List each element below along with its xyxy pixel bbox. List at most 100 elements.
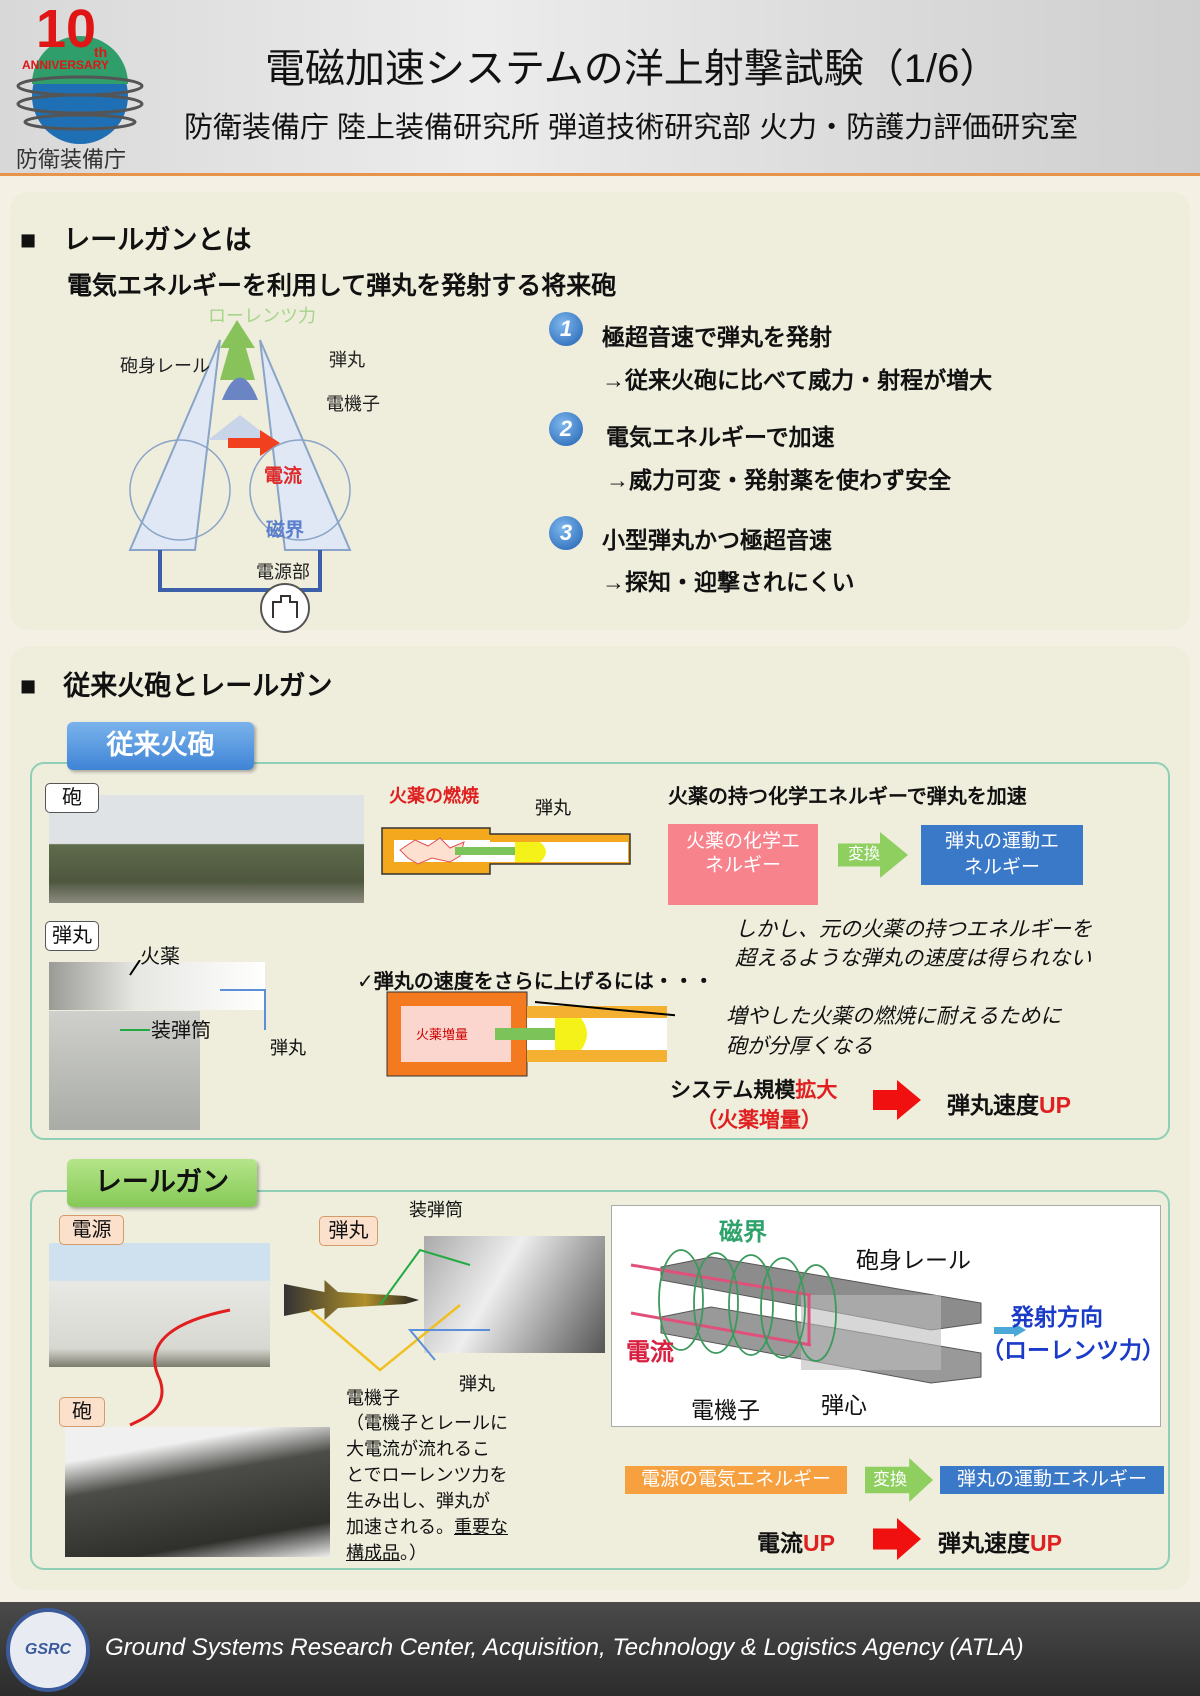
power-label: 電源部 [256, 562, 310, 582]
feature-2-detail: →威力可変・発射薬を使わず安全 [606, 467, 951, 493]
sabot-label: 装弾筒 [151, 1020, 211, 1042]
feature-3-detail: →探知・迎撃されにくい [602, 569, 855, 595]
number-3-icon: 3 [549, 516, 583, 550]
logo-suffix: th [94, 44, 108, 60]
conventional-tab: 従来火砲 [67, 722, 254, 770]
cable-line [129, 1308, 231, 1427]
armature-emphasis: 重要な [454, 1517, 508, 1537]
conventional-gun-box [30, 762, 1170, 1140]
speed-label: 弾丸速度 [947, 1092, 1039, 1118]
tank-photo [49, 795, 364, 903]
logo-number: 10 [36, 0, 97, 59]
speed-up-text: 弾丸速度UP [947, 1086, 1071, 1120]
scale-label: システム規模 [670, 1079, 796, 1102]
armature-line: （電機子とレールに [346, 1413, 508, 1433]
feature-2-title: 電気エネルギーで加速 [606, 424, 835, 450]
section1-subheading: 電気エネルギーを利用して弾丸を発射する将来砲 [67, 272, 617, 300]
logo-org: 防衛装備庁 [16, 147, 127, 172]
atla-logo: 10 th ANNIVERSARY 防衛装備庁 [12, 0, 147, 174]
kinetic-energy-box: 弾丸の運動エネルギー [921, 825, 1083, 885]
current-label: 電流 [264, 464, 302, 487]
core-label: 弾心 [821, 1392, 867, 1418]
railgun-box [30, 1190, 1170, 1570]
field-label: 磁界 [266, 518, 304, 541]
thick-barrel-note-2: 砲が分厚くなる [726, 1035, 873, 1058]
armature-label: 電機子 [326, 394, 380, 414]
chemical-energy-heading: 火薬の持つ化学エネルギーで弾丸を加速 [668, 786, 1027, 808]
direction-label: 発射方向 [1010, 1304, 1103, 1330]
current-up-text: 電流UP [757, 1524, 835, 1558]
combustion-label: 火薬の燃焼 [389, 786, 479, 806]
up-label: UP [803, 1530, 835, 1556]
armature-line: 大電流が流れるこ [346, 1439, 490, 1459]
sabot-callout: 装弾筒 [409, 1200, 463, 1220]
globe-logo-icon [16, 36, 144, 144]
kinetic-energy-box-railgun: 弾丸の運動エネルギー [940, 1466, 1164, 1494]
feature-1-detail: →従来火砲に比べて威力・射程が増大 [602, 367, 993, 393]
section1-heading: ■ レールガンとは [20, 225, 252, 255]
chemical-energy-box: 火薬の化学エネルギー [668, 824, 818, 905]
conventional-barrel-diagram [381, 827, 631, 875]
page-subtitle: 防衛装備庁 陸上装備研究所 弾道技術研究部 火力・防護力評価研究室 [184, 112, 1079, 144]
projectile-label: 弾丸 [329, 350, 365, 370]
limitation-note-2: 超えるような弾丸の速度は得られない [735, 947, 1092, 970]
up-label: UP [1030, 1530, 1062, 1556]
header: 10 th ANNIVERSARY 防衛装備庁 電磁加速システムの洋上射撃試験（… [0, 0, 1200, 176]
projectile-xray-photo [424, 1236, 605, 1353]
projectile-callout: 弾丸 [270, 1038, 306, 1058]
logo-anniversary: ANNIVERSARY [22, 58, 109, 72]
scale-enlarge: 拡大 [795, 1079, 838, 1102]
callout-arrows [120, 960, 266, 1031]
armature-description: （電機子とレールに 大電流が流れるこ とでローレンツ力を 生み出し、弾丸が 加速… [346, 1410, 508, 1566]
projectile-callout-lines [309, 1248, 490, 1372]
increased-propellant-label: 火薬増量 [416, 1027, 469, 1042]
projectile-label-box-railgun: 弾丸 [319, 1216, 378, 1246]
gun-label-box: 砲 [59, 1397, 105, 1427]
rail-structure-diagram: 磁界 砲身レール 発射方向 （ローレンツ力） 電流 電機子 弾心 [626, 1218, 1161, 1423]
propellant-increase-text: （火薬増量） [696, 1109, 822, 1132]
thick-barrel-note-1: 増やした火薬の燃焼に耐えるために [726, 1005, 1062, 1028]
electric-energy-box: 電源の電気エネルギー [625, 1466, 847, 1494]
armature-line: 生み出し、弾丸が [346, 1491, 490, 1511]
number-1-icon: 1 [549, 312, 583, 346]
gsrc-logo: GSRC [6, 1608, 90, 1692]
footer-text: Ground Systems Research Center, Acquisit… [105, 1634, 1024, 1661]
power-label-box: 電源 [59, 1215, 124, 1245]
footer: GSRC Ground Systems Research Center, Acq… [0, 1602, 1200, 1696]
kinetic-energy-text: 弾丸の運動エネルギー [944, 831, 1059, 878]
lorentz-force-label: ローレンツ力 [208, 306, 316, 326]
convert-label: 変換 [847, 846, 880, 863]
lorentz-label-railgun: （ローレンツ力） [981, 1337, 1161, 1363]
railgun-principle-diagram: ローレンツ力 砲身レール 弾丸 電機子 電流 磁界 電源部 [120, 306, 380, 633]
armature-title: 電機子 [346, 1388, 400, 1408]
page-title: 電磁加速システムの洋上射撃試験（1/6） [265, 47, 1000, 91]
rail-label: 砲身レール [120, 356, 210, 376]
feature-3-title: 小型弾丸かつ極超音速 [602, 527, 832, 553]
system-scale-text: システム規模拡大 [670, 1074, 837, 1104]
armature-line: とでローレンツ力を [346, 1465, 508, 1485]
field-label-railgun: 磁界 [719, 1218, 767, 1246]
armature-emphasis: 構成品 [346, 1543, 400, 1563]
propellant-label: 火薬 [140, 946, 180, 968]
rail-label-railgun: 砲身レール [856, 1247, 971, 1273]
chemical-energy-text: 火薬の化学エネルギー [686, 831, 801, 876]
armature-line-end: 。） [400, 1543, 427, 1563]
feature-1-title: 極超音速で弾丸を発射 [602, 324, 832, 350]
thick-barrel-diagram [386, 991, 675, 1077]
current-label-railgun: 電流 [626, 1339, 674, 1366]
projectile-callout-railgun: 弾丸 [459, 1374, 495, 1394]
limitation-note-1: しかし、元の火薬の持つエネルギーを [735, 918, 1092, 941]
gun-label: 砲 [45, 783, 99, 813]
armature-label-railgun: 電機子 [691, 1397, 760, 1423]
section2-heading: ■ 従来火砲とレールガン [20, 671, 333, 701]
increase-speed-heading: ✓弾丸の速度をさらに上げるには・・・ [357, 971, 714, 993]
projectile-photo-1 [49, 962, 265, 1010]
railgun-tab: レールガン [67, 1159, 257, 1207]
current-label: 電流 [757, 1530, 803, 1556]
number-2-icon: 2 [549, 412, 583, 446]
up-label: UP [1039, 1092, 1071, 1118]
projectile-label-box: 弾丸 [45, 921, 99, 951]
convert-label: 変換 [873, 1470, 907, 1489]
barrel-projectile-label: 弾丸 [535, 798, 571, 818]
armature-line: 加速される。 [346, 1517, 454, 1537]
